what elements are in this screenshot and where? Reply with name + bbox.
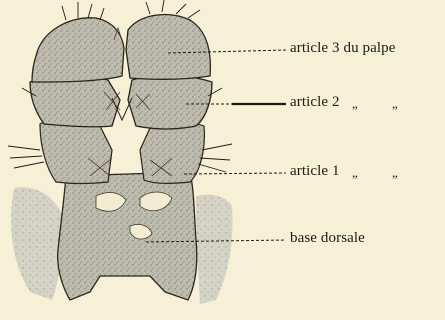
ditto-mark-1a: „ [352, 165, 358, 181]
label-article-3: article 3 du palpe [290, 40, 396, 57]
right-side-lobe [196, 194, 232, 304]
label-article-2: article 2 [290, 94, 340, 111]
article-3-shape [32, 15, 210, 82]
base-dorsale-shape [58, 172, 197, 300]
label-base-dorsale: base dorsale [290, 230, 365, 247]
left-side-lobe [11, 187, 66, 300]
ditto-mark-1b: „ [392, 165, 398, 181]
ditto-mark-2a: „ [352, 96, 358, 112]
article-2-shape [30, 75, 212, 129]
label-article-1: article 1 [290, 163, 340, 180]
ditto-mark-2b: „ [392, 96, 398, 112]
